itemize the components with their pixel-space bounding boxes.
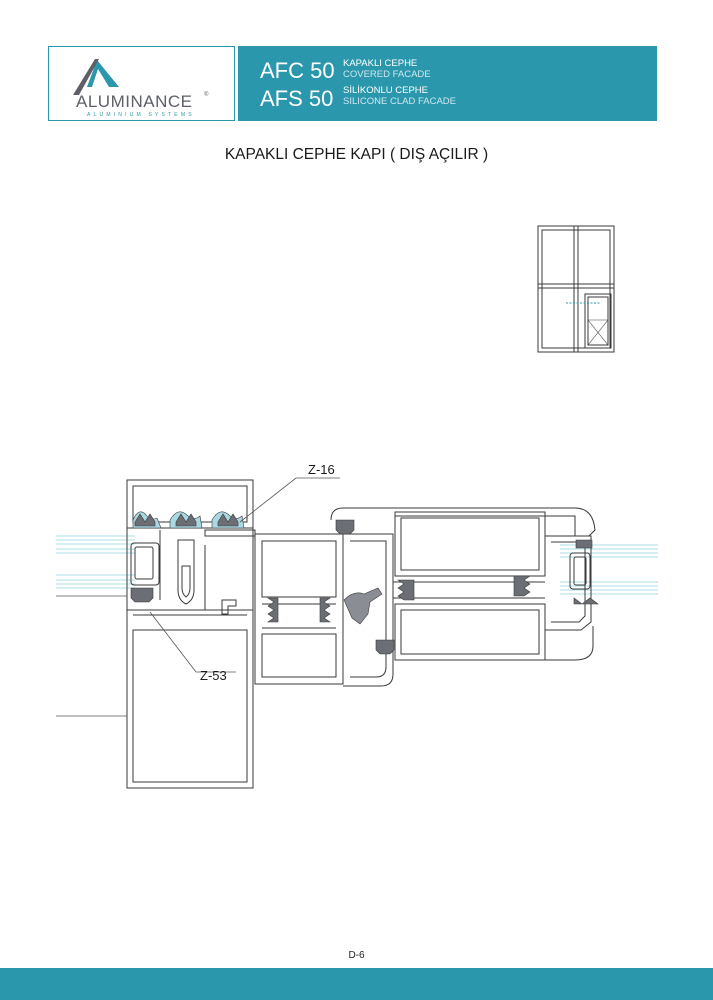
page-header: ALUMINANCE ® ALUMINIUM SYSTEMS AFC 50 KA…	[48, 46, 657, 121]
callout-label-top: Z-16	[308, 462, 335, 477]
glass-pane-right	[560, 544, 658, 595]
series-code: AFS 50	[260, 86, 334, 111]
brand-tagline: ALUMINIUM SYSTEMS	[87, 112, 195, 118]
glass-pane-left	[56, 535, 135, 589]
series-code: AFC 50	[260, 58, 335, 83]
series-label-en: SILICONE CLAD FACADE	[343, 96, 456, 107]
footer-bar	[0, 968, 713, 1000]
page-number: D-6	[348, 950, 365, 961]
callout-label-bottom: Z-53	[200, 668, 227, 683]
logo-triangle-icon	[73, 59, 119, 95]
series-label-tr: SİLİKONLU CEPHE	[343, 85, 428, 96]
logo: ALUMINANCE ® ALUMINIUM SYSTEMS	[48, 46, 235, 121]
door-frame-profile	[254, 507, 596, 687]
brand-registered-mark: ®	[204, 92, 209, 98]
elevation-thumbnail	[537, 225, 615, 353]
page-title: KAPAKLI CEPHE KAPI ( DIŞ AÇILIR )	[224, 146, 489, 163]
cap-gaskets	[130, 511, 245, 603]
series-band: AFC 50 KAPAKLI CEPHE COVERED FACADE AFS …	[238, 46, 657, 121]
callout-leaders	[56, 477, 340, 717]
door-gaskets	[267, 519, 599, 655]
series-label-tr: KAPAKLI CEPHE	[343, 58, 418, 69]
series-label-en: COVERED FACADE	[343, 69, 431, 80]
brand-name: ALUMINANCE	[76, 92, 193, 111]
